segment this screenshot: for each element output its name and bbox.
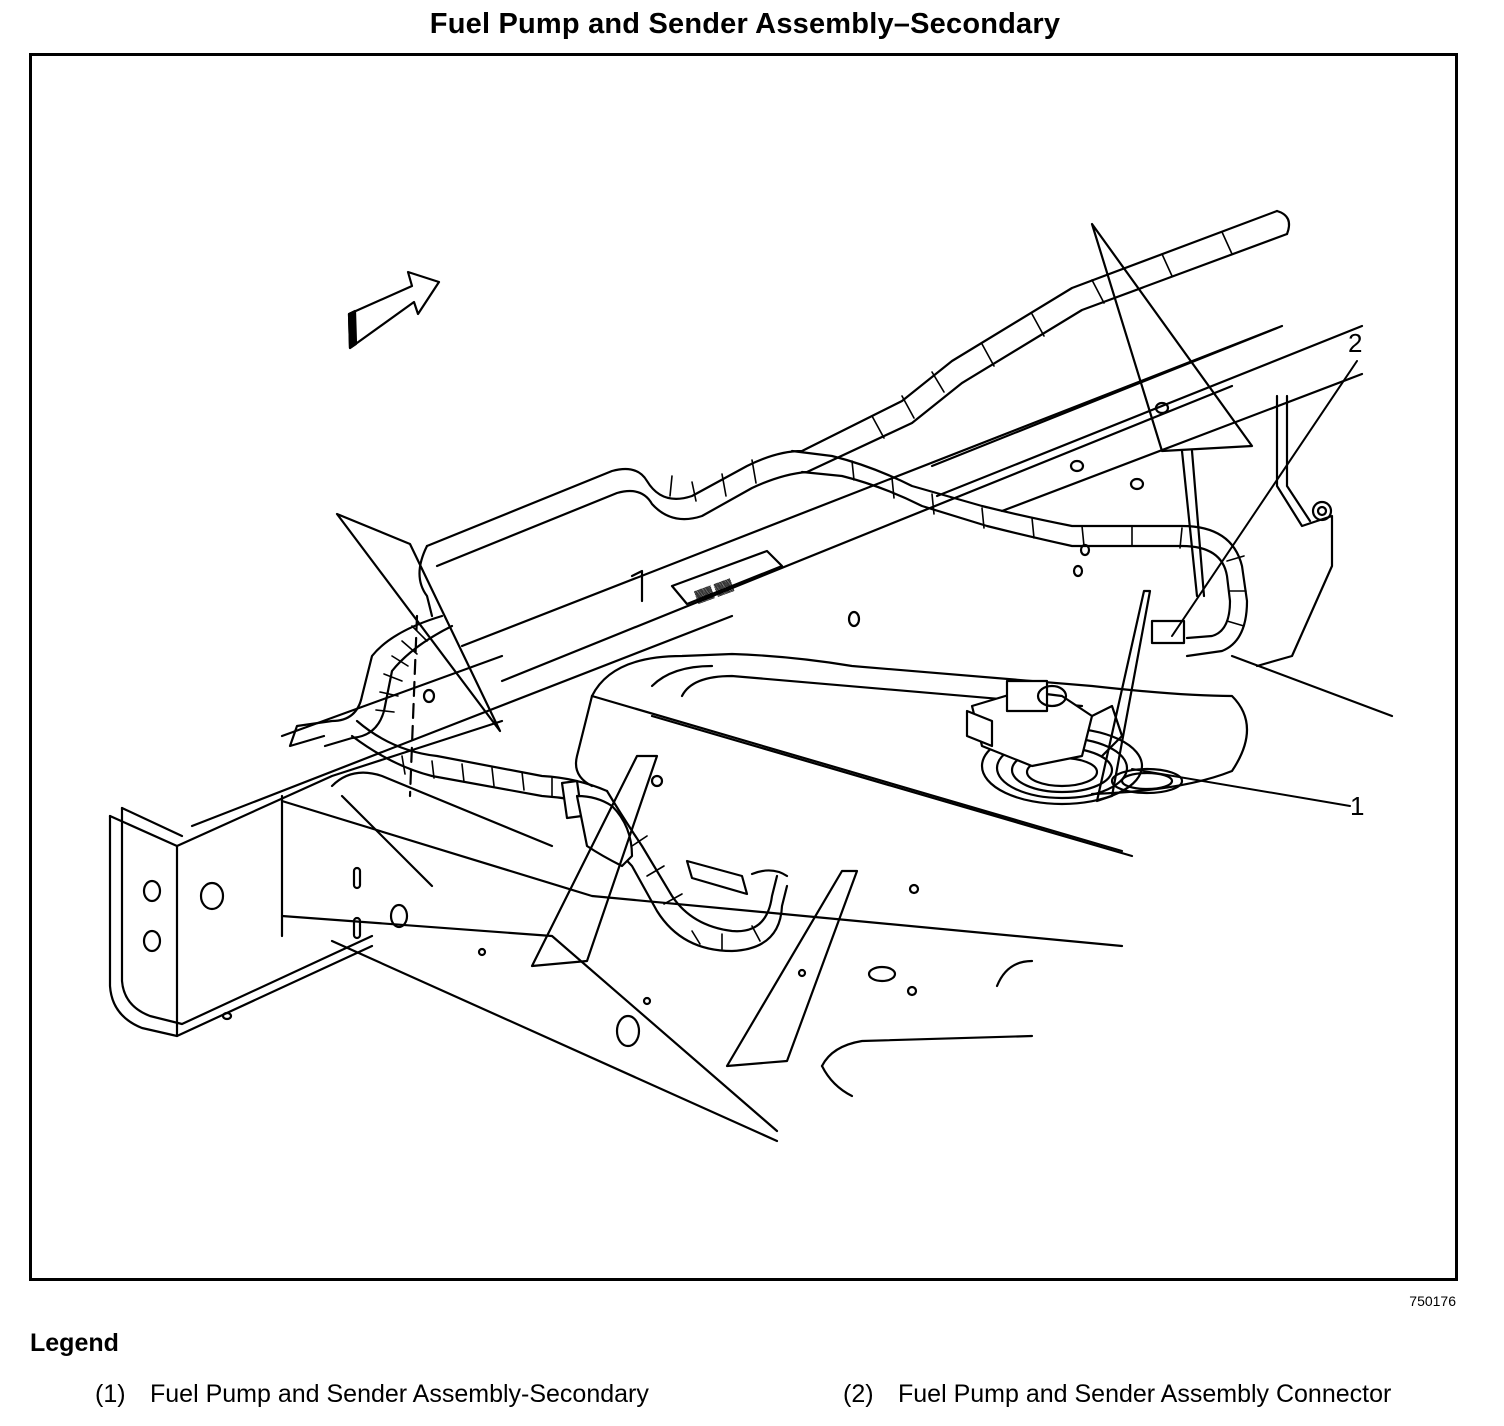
callout-number-2: 2 (1348, 328, 1362, 358)
legend-item-text: Fuel Pump and Sender Assembly-Secondary (150, 1380, 649, 1408)
legend-item-2: (2) Fuel Pump and Sender Assembly Connect… (843, 1380, 1391, 1409)
view-cutout-triangles (335, 222, 1254, 1068)
frame-rails (190, 324, 1394, 858)
legend-heading: Legend (30, 1329, 119, 1357)
legend-item-number: (2) (843, 1380, 874, 1408)
callout-leaders (1131, 360, 1358, 807)
fuel-hose-assembly (288, 209, 1291, 953)
front-direction-arrow-icon (347, 270, 441, 350)
fuel-pump-sender-assembly (965, 679, 1184, 806)
frame-crossmember (108, 719, 1124, 1143)
legend-item-number: (1) (95, 1380, 126, 1408)
diagram-frame: ▓▓ ▓▓ (29, 53, 1458, 1281)
fuel-tank (330, 652, 1249, 1098)
figure-id: 750176 (1409, 1293, 1456, 1309)
callout-number-1: 1 (1350, 791, 1364, 821)
hose-corrugations (375, 231, 1247, 950)
legend-item-1: (1) Fuel Pump and Sender Assembly-Seconda… (95, 1380, 649, 1409)
mounting-bracket (1255, 394, 1334, 668)
diagram-title: Fuel Pump and Sender Assembly–Secondary (429, 8, 1061, 40)
diagram-illustration: ▓▓ ▓▓ (108, 209, 1394, 1143)
frame-id-plate: ▓▓ ▓▓ (630, 549, 784, 606)
legend-item-text: Fuel Pump and Sender Assembly Connector (898, 1380, 1392, 1408)
